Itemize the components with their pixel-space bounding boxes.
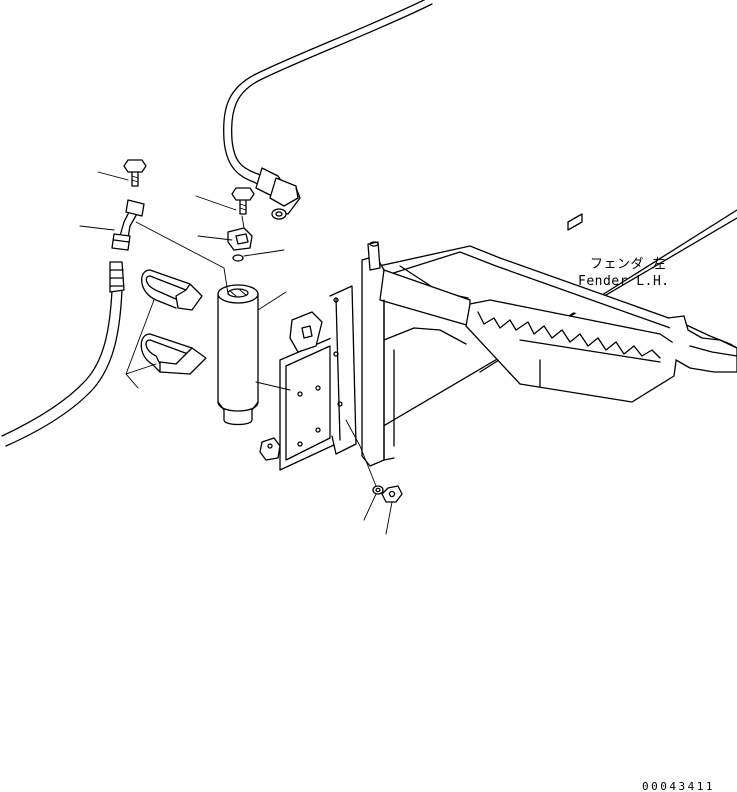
lower-hose bbox=[1, 261, 125, 447]
mounting-bracket bbox=[259, 285, 357, 471]
u-bolt-upper bbox=[141, 269, 203, 311]
bolt-upper-left bbox=[123, 159, 147, 187]
drawing-number: 00043411 bbox=[642, 780, 715, 792]
fender-label-jp: フェンダ 左 bbox=[590, 257, 666, 272]
receiver-tank bbox=[217, 284, 259, 426]
fender-label-en: Fender L.H. bbox=[578, 274, 670, 289]
bolt-upper-middle bbox=[231, 187, 255, 215]
nut bbox=[381, 485, 403, 503]
leader-lines bbox=[79, 171, 393, 535]
washer bbox=[372, 485, 384, 495]
elbow-pipe bbox=[111, 199, 145, 251]
upper-hose bbox=[223, 0, 433, 220]
clamp bbox=[227, 227, 253, 251]
fender bbox=[361, 209, 737, 467]
seal bbox=[232, 254, 244, 262]
u-bolt-lower bbox=[140, 333, 207, 375]
